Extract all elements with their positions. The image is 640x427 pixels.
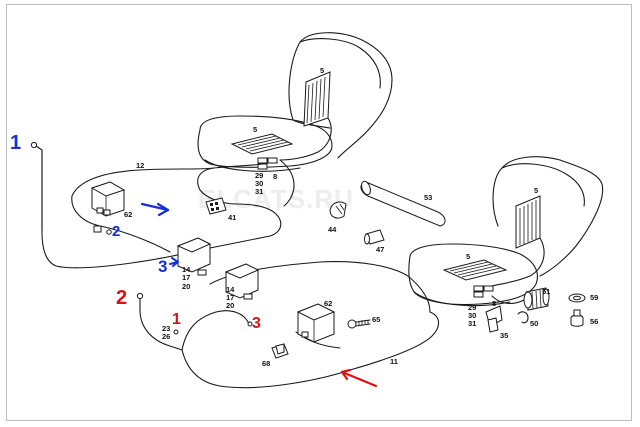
harness-11-end-connector	[136, 292, 144, 300]
bush-47	[364, 229, 385, 245]
blue-arrow-upper	[140, 202, 170, 217]
label-left-8: 8	[273, 172, 277, 181]
seat-left	[197, 32, 393, 172]
label-module-62a: 62	[124, 210, 132, 219]
label-plug-56: 56	[590, 317, 598, 326]
screw-65	[347, 319, 371, 329]
label-bush-47: 47	[376, 245, 384, 254]
label-switch-41: 41	[228, 213, 236, 222]
motor-51	[523, 287, 550, 311]
label-seat-left-5b: 5	[253, 125, 257, 134]
annotation-red-2: 2	[116, 287, 127, 309]
switch-unit-upper	[176, 237, 212, 276]
label-sw2-20: 20	[226, 301, 234, 310]
harness-12-end-connector	[30, 141, 38, 149]
label-seat-right-5a: 5	[534, 186, 538, 195]
label-conn-23: 23	[162, 324, 170, 333]
label-left-31: 31	[255, 187, 263, 196]
label-sw1-14: 14	[182, 265, 191, 274]
annotation-red-3: 3	[252, 315, 261, 332]
label-harness-12: 12	[136, 161, 144, 170]
label-right-31: 31	[468, 319, 476, 328]
label-harness-11: 11	[390, 357, 398, 366]
label-sw2-14: 14	[226, 285, 235, 294]
label-clip-50: 50	[530, 319, 538, 328]
annotation-blue-3: 3	[158, 257, 167, 276]
label-bracket-35: 35	[500, 331, 508, 340]
blue-arrow-lower	[169, 257, 179, 267]
bracket-35	[485, 305, 503, 333]
label-seat-right-5b: 5	[466, 252, 470, 261]
label-left-29: 29	[255, 171, 263, 180]
holder-68	[271, 343, 289, 359]
control-module-62-upper	[90, 181, 126, 217]
label-clip-44: 44	[328, 225, 337, 234]
rod-53	[360, 180, 446, 227]
annotation-red-1: 1	[172, 311, 181, 328]
label-sw1-20: 20	[182, 282, 190, 291]
annotation-blue-1: 1	[10, 132, 21, 154]
label-seat-left-5a: 5	[320, 66, 324, 75]
clip-50	[517, 311, 529, 324]
label-module-62b: 62	[324, 299, 332, 308]
label-rod-53: 53	[424, 193, 432, 202]
plug-56	[570, 309, 584, 327]
switch-41	[205, 197, 227, 215]
harness-12	[35, 145, 282, 269]
label-sw1-17: 17	[182, 273, 190, 282]
label-grommet-59: 59	[590, 293, 598, 302]
harness-11	[139, 297, 440, 389]
label-right-8: 8	[492, 299, 496, 308]
label-holder-68: 68	[262, 359, 270, 368]
label-conn-26: 26	[162, 332, 170, 341]
label-screw-65: 65	[372, 315, 380, 324]
label-left-30: 30	[255, 179, 263, 188]
control-module-62-lower	[296, 303, 336, 343]
annotation-blue-2: 2	[112, 223, 120, 240]
red-arrow	[340, 368, 378, 388]
label-right-30: 30	[468, 311, 476, 320]
diagram-frame	[6, 4, 632, 421]
connector-upper-2	[93, 225, 102, 233]
label-right-29: 29	[468, 303, 476, 312]
label-sw2-17: 17	[226, 293, 234, 302]
switch-unit-lower	[224, 263, 260, 300]
clip-44	[329, 201, 347, 219]
seat-right	[408, 156, 604, 307]
label-motor-51: 51	[542, 287, 550, 296]
grommet-59	[568, 293, 586, 303]
